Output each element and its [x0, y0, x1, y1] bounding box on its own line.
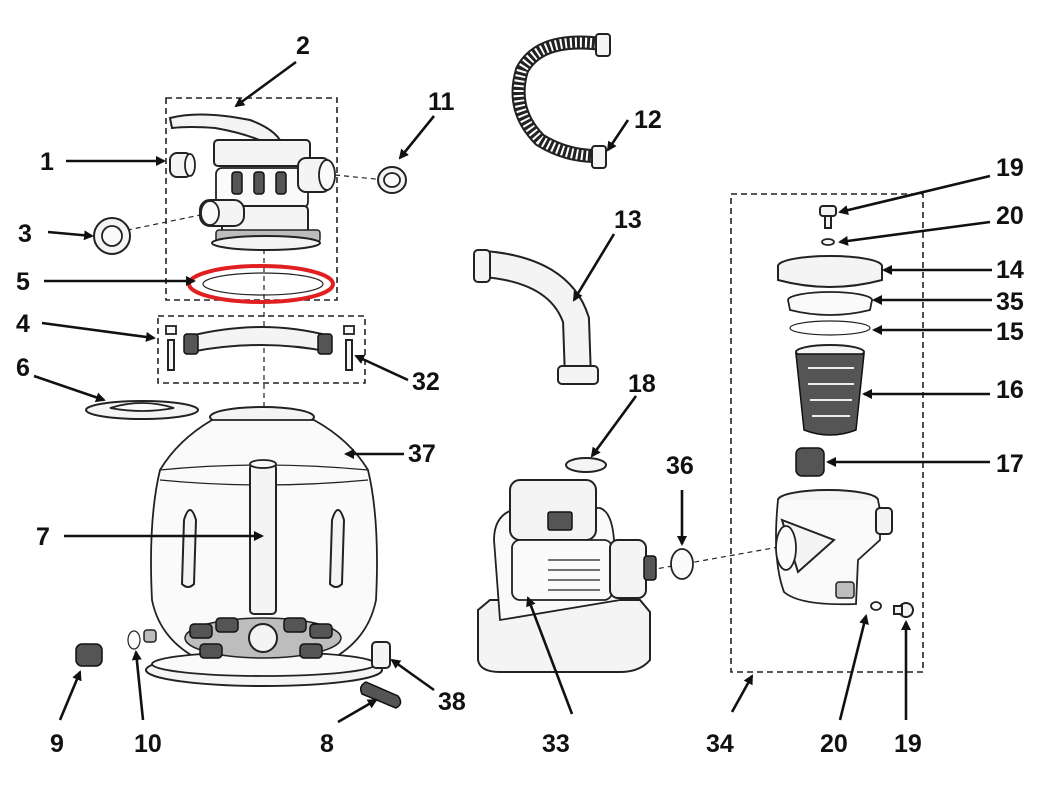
lid-part-35: [787, 291, 873, 316]
callout-13: 13: [614, 206, 642, 234]
clamp-part-4: [165, 325, 355, 371]
cap-axis: [117, 211, 216, 233]
callout-16: 16: [996, 376, 1024, 404]
callout-35: 35: [996, 288, 1024, 316]
callout-2: 2: [296, 32, 310, 60]
callout-19-bottom: 19: [894, 730, 922, 758]
callout-4: 4: [16, 310, 30, 338]
callout-1: 1: [40, 148, 54, 176]
valve-group-box: [165, 97, 338, 301]
o-ring-part-18: [565, 457, 607, 473]
grommet-part-11: [377, 166, 407, 194]
elbow-hose-part-13: [473, 249, 599, 385]
o-ring-part-5: [187, 264, 335, 304]
washer-part-20-top: [821, 238, 835, 246]
lid-ring-part-14: [777, 255, 883, 288]
filter-tank-part-37: [145, 406, 383, 687]
knob-part-19-bottom: [893, 602, 914, 618]
pump-motor-part-33: [477, 479, 657, 673]
diffuser-part-6: [85, 400, 199, 420]
callout-9: 9: [50, 730, 64, 758]
clamp-group-box: [157, 315, 366, 384]
basket-part-16: [795, 344, 865, 436]
callout-33: 33: [542, 730, 570, 758]
callout-34: 34: [706, 730, 734, 758]
highlight-oval: [187, 264, 335, 304]
drain-cap-part-9: [75, 643, 103, 667]
callout-32: 32: [412, 368, 440, 396]
callout-19-top: 19: [996, 154, 1024, 182]
callout-38: 38: [438, 688, 466, 716]
plug-part-1: [169, 152, 196, 178]
callout-20-top: 20: [996, 202, 1024, 230]
callout-37: 37: [408, 440, 436, 468]
callout-12: 12: [634, 106, 662, 134]
washer-part-20-bottom: [870, 601, 882, 611]
o-ring-part-36: [670, 548, 694, 580]
callout-10: 10: [134, 730, 162, 758]
strainer-housing: [775, 489, 893, 606]
callout-20-bottom: 20: [820, 730, 848, 758]
knob-part-19-top: [819, 205, 837, 229]
callout-5: 5: [16, 268, 30, 296]
callout-labels: 1 2 3 11 12 5 4 32 6 37 7 9 10 38 8 13 1…: [16, 32, 1024, 758]
union-nut-part-17: [795, 447, 825, 477]
callout-8: 8: [320, 730, 334, 758]
hose-part-12: [511, 33, 611, 169]
strainer-group-box: [730, 193, 924, 673]
outlet-port-part-38: [371, 641, 391, 669]
callout-3: 3: [18, 220, 32, 248]
laterals: [184, 617, 342, 659]
callout-14: 14: [996, 256, 1024, 284]
o-ring-part-15: [789, 320, 871, 336]
callout-7: 7: [36, 523, 50, 551]
pump-axis: [649, 544, 791, 571]
o-ring-part-10: [127, 629, 157, 650]
callout-18: 18: [628, 370, 656, 398]
callout-11: 11: [428, 88, 455, 116]
drain-hose-part-8: [359, 681, 402, 709]
callout-15: 15: [996, 318, 1024, 346]
gauge-cap-part-3: [93, 217, 131, 255]
callout-6: 6: [16, 354, 30, 382]
callout-17: 17: [996, 450, 1024, 478]
leader-arrows: [33, 60, 992, 724]
callout-36: 36: [666, 452, 694, 480]
multiport-valve: [168, 113, 336, 251]
